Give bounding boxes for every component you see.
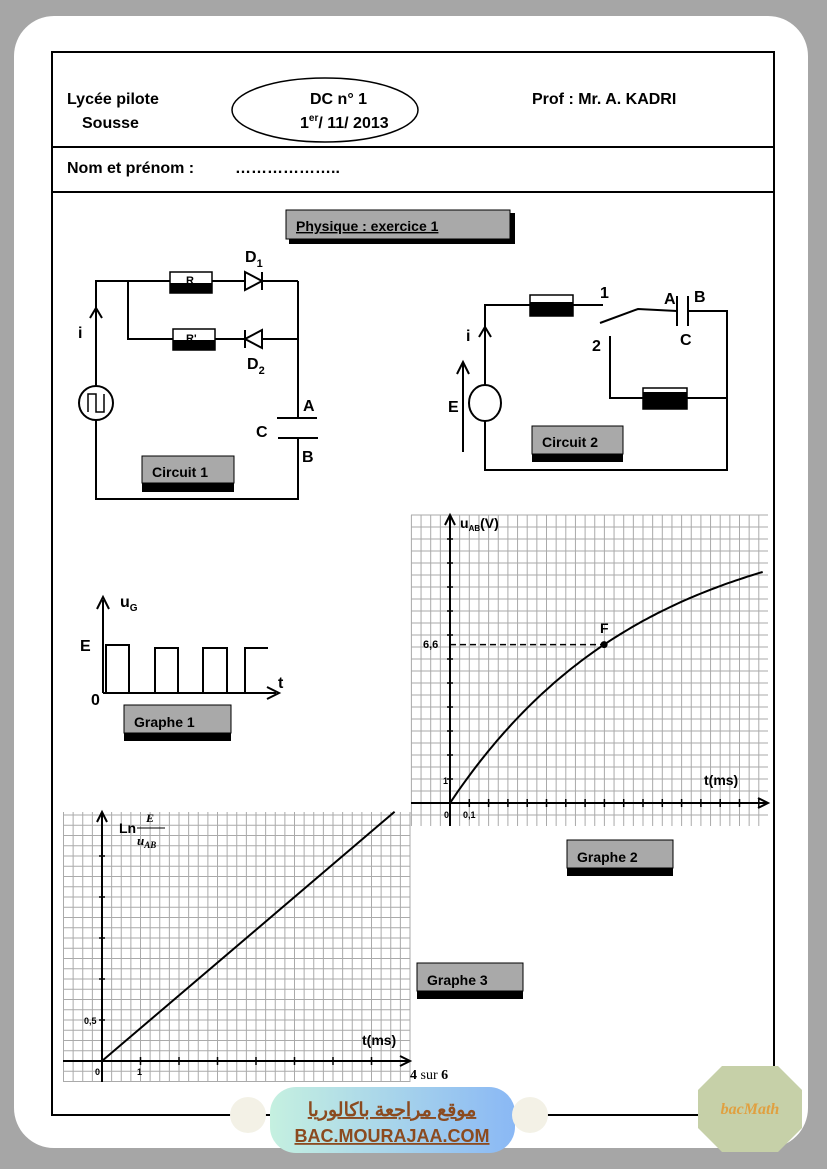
switch-pos-1: 1 bbox=[600, 285, 609, 302]
graph-2-label-box: Graphe 2 bbox=[566, 839, 674, 876]
name-field[interactable]: ……………….. bbox=[235, 160, 340, 177]
graph2-point-label: F bbox=[600, 620, 609, 636]
svg-text:R': R' bbox=[186, 333, 197, 345]
graph2-ytick: 1 bbox=[443, 776, 448, 786]
svg-text:Circuit 2: Circuit 2 bbox=[542, 434, 598, 450]
switch-pos-2: 2 bbox=[592, 338, 601, 355]
graph1-ylabel: uG bbox=[120, 594, 138, 614]
resistor-r: R bbox=[169, 271, 213, 294]
y-axis-arrow bbox=[96, 809, 108, 823]
d2-label: D2 bbox=[247, 356, 265, 377]
svg-text:R: R bbox=[186, 275, 194, 287]
footer-arabic: موقع مراجعة باكالوريا bbox=[308, 1100, 477, 1121]
graph3-origin: 0 bbox=[95, 1067, 100, 1077]
c2-plate-b: B bbox=[694, 289, 706, 306]
graph3-xtick: 1 bbox=[137, 1067, 142, 1077]
graph-1 bbox=[96, 594, 282, 700]
y-axis-arrow bbox=[444, 512, 456, 526]
c1-cap-label: C bbox=[256, 424, 268, 441]
c2-source-label: E bbox=[448, 399, 459, 416]
school-name: Lycée pilote bbox=[67, 91, 159, 108]
c1-current-label: i bbox=[78, 325, 82, 342]
school-city: Sousse bbox=[82, 115, 139, 132]
graph1-xlabel: t bbox=[278, 675, 284, 692]
resistor-r-prime: R' bbox=[172, 328, 216, 351]
graph2-xlabel: t(ms) bbox=[704, 772, 738, 788]
circuit-1-label-box: Circuit 1 bbox=[141, 455, 235, 492]
c2-cap-label: C bbox=[680, 332, 692, 349]
point-f bbox=[600, 641, 608, 649]
site-logo-left bbox=[230, 1097, 266, 1133]
resistor-r-c2 bbox=[529, 294, 574, 317]
bacmath-logo: bacMath bbox=[698, 1066, 802, 1152]
site-logo-right bbox=[512, 1097, 548, 1133]
graph2-origin: 0 bbox=[444, 810, 449, 820]
header: Lycée pilote Sousse DC n° 1 1er/ 11/ 201… bbox=[67, 77, 676, 177]
graph3-ylabel-ln: Ln bbox=[119, 820, 136, 836]
graph-3 bbox=[63, 809, 413, 1082]
graph3-xlabel: t(ms) bbox=[362, 1032, 396, 1048]
graph2-ylabel: uAB(V) bbox=[460, 515, 499, 533]
exam-title: DC n° 1 bbox=[310, 91, 367, 108]
graph1-origin: 0 bbox=[91, 692, 100, 709]
graph-1-label-box: Graphe 1 bbox=[123, 704, 232, 741]
section-title-box: Physique : exercice 1 bbox=[285, 209, 515, 244]
c2-plate-a: A bbox=[664, 291, 676, 308]
graph-3-label-box: Graphe 3 bbox=[416, 962, 524, 999]
svg-text:bacMath: bacMath bbox=[721, 1101, 780, 1118]
ln-line bbox=[101, 810, 396, 1062]
svg-text:Graphe 1: Graphe 1 bbox=[134, 714, 195, 730]
svg-text:Graphe 2: Graphe 2 bbox=[577, 849, 638, 865]
circuit-2-label-box: Circuit 2 bbox=[531, 425, 624, 462]
x-axis-arrow bbox=[399, 1055, 413, 1067]
teacher-name: Prof : Mr. A. KADRI bbox=[532, 91, 676, 108]
graph3-ylabel-num: E bbox=[145, 811, 154, 825]
c1-plate-a: A bbox=[303, 398, 315, 415]
svg-text:Graphe 3: Graphe 3 bbox=[427, 972, 488, 988]
graph3-ylabel-den: uAB bbox=[137, 833, 156, 850]
c2-current-label: i bbox=[466, 328, 470, 345]
graph3-ytick: 0,5 bbox=[84, 1016, 97, 1026]
graph2-xtick: 0,1 bbox=[463, 810, 476, 820]
graph-2 bbox=[410, 512, 771, 826]
footer-banner[interactable]: موقع مراجعة باكالوريا BAC.MOURAJAA.COM bbox=[230, 1087, 548, 1153]
c1-plate-b: B bbox=[302, 449, 314, 466]
graph2-point-value: 6,6 bbox=[423, 639, 438, 651]
circuit-2 bbox=[456, 296, 728, 471]
d1-label: D1 bbox=[245, 249, 263, 270]
footer-site[interactable]: BAC.MOURAJAA.COM bbox=[295, 1126, 490, 1146]
resistor-r-prime-c2 bbox=[642, 387, 688, 410]
graph1-level-e: E bbox=[80, 638, 91, 655]
circuit-1 bbox=[78, 270, 318, 500]
page-number: 4 sur 6 bbox=[410, 1068, 448, 1083]
name-field-label: Nom et prénom : bbox=[67, 160, 194, 177]
section-title: Physique : exercice 1 bbox=[296, 218, 439, 234]
exam-date: 1er/ 11/ 2013 bbox=[300, 113, 389, 132]
svg-text:Circuit 1: Circuit 1 bbox=[152, 464, 208, 480]
x-axis-arrow bbox=[757, 797, 771, 809]
